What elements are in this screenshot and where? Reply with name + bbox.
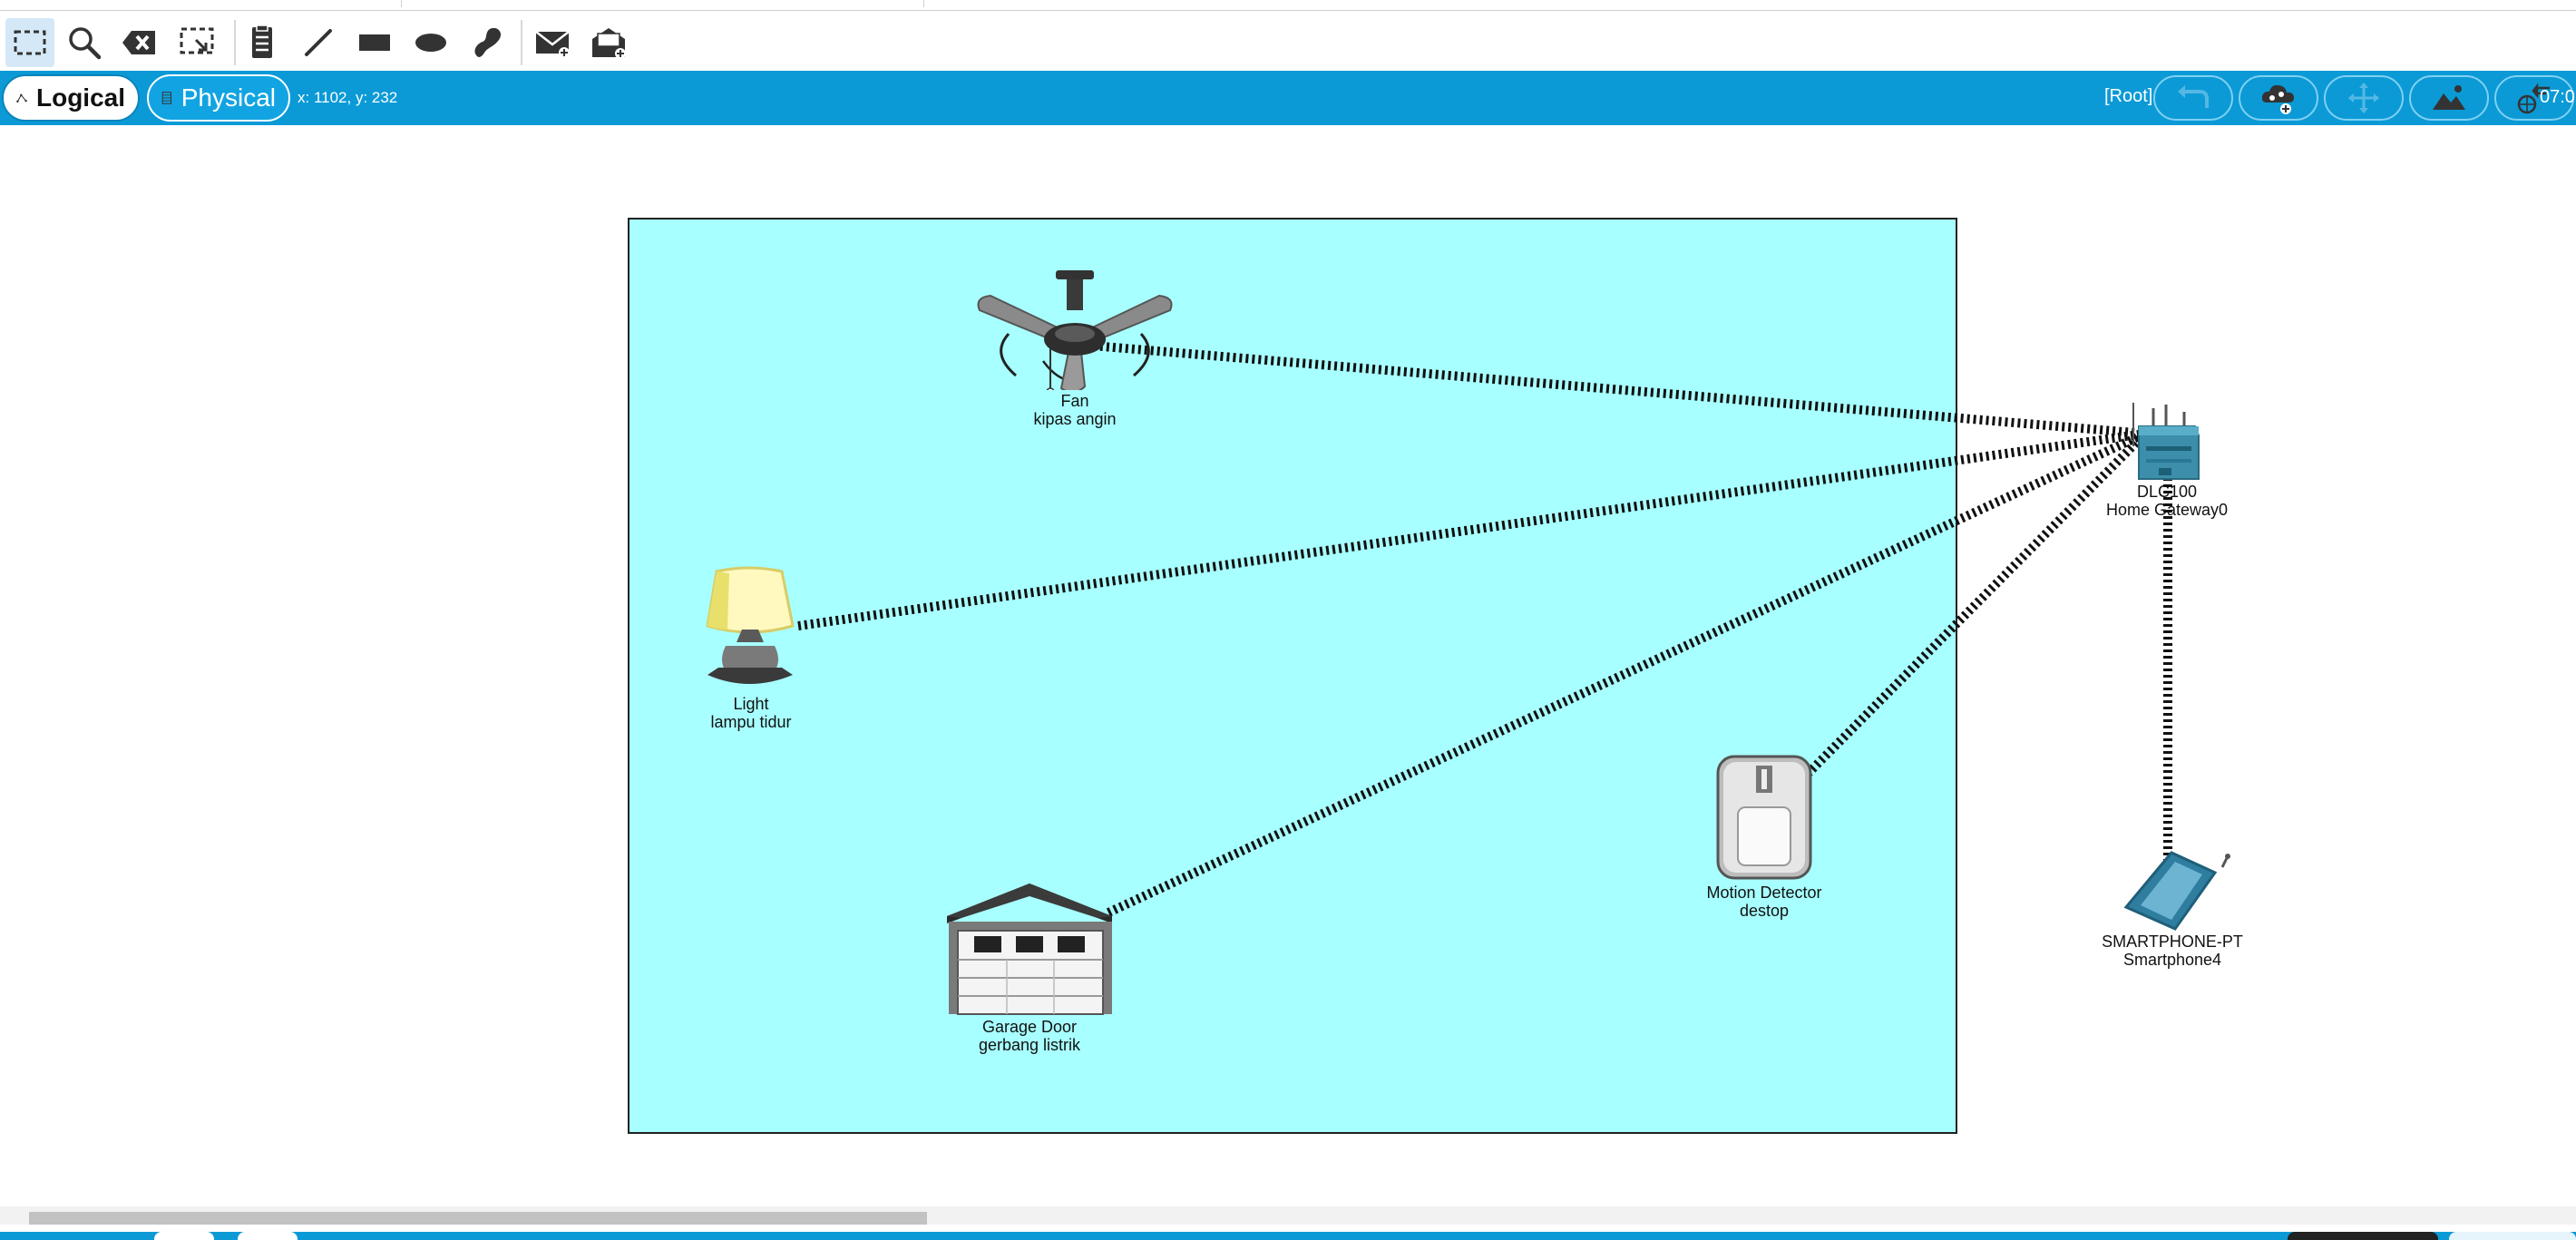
device-name-label: kipas angin	[1033, 410, 1117, 428]
motion-detector-icon	[1716, 755, 1812, 880]
wireless-link-motion[interactable]	[1800, 430, 2149, 782]
device-type-label: Fan	[1060, 392, 1089, 410]
device-name-label: destop	[1739, 902, 1790, 920]
logical-mode-button[interactable]: Logical	[2, 74, 140, 122]
garage-door-icon	[947, 884, 1112, 1015]
bottom-tab[interactable]	[154, 1232, 214, 1240]
draw-line-tool[interactable]	[294, 18, 343, 67]
toolbar-separator	[521, 20, 522, 65]
resize-icon	[180, 27, 214, 54]
simulation-clock: 07:0	[2540, 87, 2575, 107]
select-marquee-icon	[14, 30, 46, 55]
toolbar-separator	[234, 20, 236, 65]
inspect-tool[interactable]	[60, 18, 109, 67]
viewport-icon	[2517, 83, 2550, 114]
bottom-tab[interactable]	[238, 1232, 298, 1240]
root-breadcrumb[interactable]: [Root]	[2104, 86, 2153, 106]
physical-mode-button[interactable]: Physical	[147, 74, 290, 122]
ellipse-icon	[415, 34, 446, 52]
viewport-button[interactable]	[2494, 75, 2574, 121]
background-image-icon	[2433, 85, 2465, 110]
move-object-button[interactable]	[2324, 75, 2404, 121]
set-background-button[interactable]	[2409, 75, 2489, 121]
connection-layer	[797, 340, 2172, 917]
logical-workspace[interactable]: Fan kipas angin Light lampu tidur	[0, 125, 2576, 1206]
menu-strip	[0, 0, 2576, 11]
wireless-link-light[interactable]	[797, 429, 2146, 630]
freeform-icon	[474, 27, 502, 57]
bottom-status-bar	[0, 1232, 2576, 1240]
device-fan[interactable]: Fan kipas angin	[972, 270, 1177, 428]
physical-mode-label: Physical	[181, 83, 276, 112]
device-name-label: Home Gateway0	[2105, 501, 2229, 519]
horizontal-scrollbar[interactable]	[0, 1206, 2576, 1225]
strip-divider	[923, 0, 924, 7]
logical-topology-icon	[16, 93, 27, 103]
ceiling-fan-icon	[977, 270, 1173, 390]
cluster-icon	[2261, 84, 2294, 114]
device-home-gateway[interactable]: DLC100 Home Gateway0	[2099, 399, 2235, 519]
home-gateway-icon	[2132, 403, 2200, 480]
magnifier-icon	[69, 27, 102, 60]
home-area-rectangle[interactable]	[628, 218, 1957, 1134]
back-button[interactable]	[2153, 75, 2233, 121]
add-simple-pdu-tool[interactable]	[528, 18, 577, 67]
resize-shape-tool[interactable]	[172, 18, 221, 67]
cursor-coordinates: x: 1102, y: 232	[298, 89, 398, 106]
device-smartphone[interactable]: SMARTPHONE-PT Smartphone4	[2095, 849, 2249, 969]
device-type-label: Motion Detector	[1706, 884, 1822, 902]
device-type-label: SMARTPHONE-PT	[2102, 932, 2243, 951]
wireless-link-garage[interactable]	[1106, 429, 2148, 917]
move-object-icon	[2348, 83, 2379, 113]
workspace-mode-bar: Logical Physical x: 1102, y: 232 [Root] …	[0, 71, 2576, 125]
bottom-tab[interactable]	[2288, 1232, 2438, 1240]
bottom-tab[interactable]	[2449, 1232, 2576, 1240]
physical-rack-icon	[161, 92, 172, 104]
back-icon	[2178, 85, 2209, 108]
draw-rectangle-tool[interactable]	[350, 18, 399, 67]
freeform-tool[interactable]	[463, 18, 512, 67]
select-tool[interactable]	[5, 18, 54, 67]
delete-icon	[122, 31, 155, 54]
note-icon	[252, 24, 272, 58]
device-garage-door[interactable]: Garage Door gerbang listrik	[934, 880, 1125, 1054]
horizontal-scrollbar-thumb[interactable]	[29, 1212, 927, 1225]
new-cluster-button[interactable]	[2239, 75, 2318, 121]
device-type-label: DLC100	[2136, 483, 2198, 501]
place-note-tool[interactable]	[238, 18, 287, 67]
device-type-label: Light	[733, 695, 769, 713]
rectangle-icon	[359, 34, 390, 51]
device-name-label: gerbang listrik	[978, 1036, 1081, 1054]
device-motion-detector[interactable]: Motion Detector destop	[1696, 755, 1832, 920]
device-type-label: Garage Door	[981, 1018, 1078, 1036]
device-name-label: lampu tidur	[710, 713, 792, 731]
line-icon	[305, 29, 332, 56]
draw-ellipse-tool[interactable]	[406, 18, 455, 67]
device-name-label: Smartphone4	[2122, 951, 2222, 969]
wireless-link-fan[interactable]	[1080, 340, 2146, 438]
open-envelope-icon	[592, 28, 626, 59]
lamp-icon	[706, 566, 795, 684]
device-light[interactable]: Light lampu tidur	[689, 566, 813, 738]
common-tools-bar	[0, 11, 2576, 73]
logical-mode-label: Logical	[35, 83, 125, 112]
delete-tool[interactable]	[114, 18, 163, 67]
envelope-icon	[535, 31, 570, 58]
smartphone-icon	[2123, 851, 2230, 931]
strip-divider	[401, 0, 402, 7]
add-complex-pdu-tool[interactable]	[584, 18, 633, 67]
